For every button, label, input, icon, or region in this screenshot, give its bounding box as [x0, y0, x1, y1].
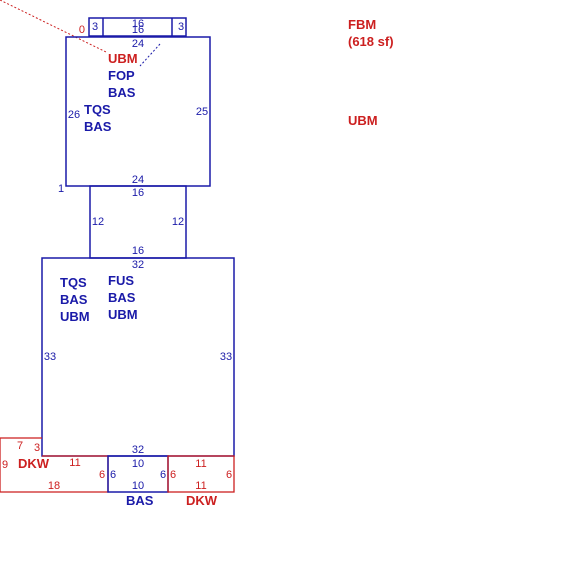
- dim-label: 12: [92, 216, 104, 228]
- dim-label: 16: [132, 18, 144, 30]
- dim-label: 6: [110, 469, 116, 481]
- area-code: BAS: [108, 290, 136, 305]
- dim-label: 3: [34, 442, 40, 454]
- area-code: FUS: [108, 273, 134, 288]
- summary-extra-code: UBM: [348, 113, 378, 128]
- area-code: UBM: [60, 309, 90, 324]
- dim-label: 26: [68, 109, 80, 121]
- dim-label: 3: [92, 21, 98, 33]
- dim-label: 11: [195, 480, 206, 492]
- area-code: DKW: [18, 456, 50, 471]
- area-code: UBM: [108, 307, 138, 322]
- area-code: TQS: [60, 275, 87, 290]
- area-code: TQS: [84, 102, 111, 117]
- dim-label: 32: [132, 259, 144, 271]
- dim-label: 10: [132, 458, 144, 470]
- dim-label: 24: [132, 174, 144, 186]
- area-code: BAS: [60, 292, 88, 307]
- dim-label: 9: [2, 459, 8, 471]
- leader-line-blue: [139, 43, 161, 67]
- dim-label: 10: [132, 480, 144, 492]
- summary-code: FBM: [348, 17, 376, 32]
- dim-label: 3: [178, 21, 184, 33]
- dim-label: 12: [172, 216, 184, 228]
- dim-label: 6: [99, 469, 105, 481]
- dim-label: 25: [196, 106, 208, 118]
- dim-label: 6: [226, 469, 232, 481]
- dim-label: 0: [79, 24, 85, 36]
- area-code: BAS: [84, 119, 112, 134]
- dim-label: 6: [160, 469, 166, 481]
- summary-area: (618 sf): [348, 34, 394, 49]
- dim-label: 6: [170, 469, 176, 481]
- dim-label: 24: [132, 38, 144, 50]
- left-wing-outline: [0, 437, 109, 493]
- dim-label: 32: [132, 444, 144, 456]
- top-strip-outline: [88, 17, 187, 37]
- dim-label: 33: [44, 351, 56, 363]
- area-code: UBM: [108, 51, 138, 66]
- dim-label: 18: [48, 480, 60, 492]
- dim-label: 33: [220, 351, 232, 363]
- dim-label: 11: [69, 457, 80, 469]
- dim-label: 1: [58, 183, 64, 195]
- area-code: FOP: [108, 68, 135, 83]
- dim-label: 11: [195, 458, 206, 470]
- dim-label: 16: [132, 24, 144, 36]
- dim-label: 16: [132, 187, 144, 199]
- leader-line: [0, 0, 107, 53]
- dim-label: 16: [132, 245, 144, 257]
- area-code: BAS: [108, 85, 136, 100]
- area-code: DKW: [186, 493, 218, 508]
- dim-label: 7: [17, 440, 23, 452]
- area-code: BAS: [126, 493, 154, 508]
- right-wing-outline: [167, 455, 235, 493]
